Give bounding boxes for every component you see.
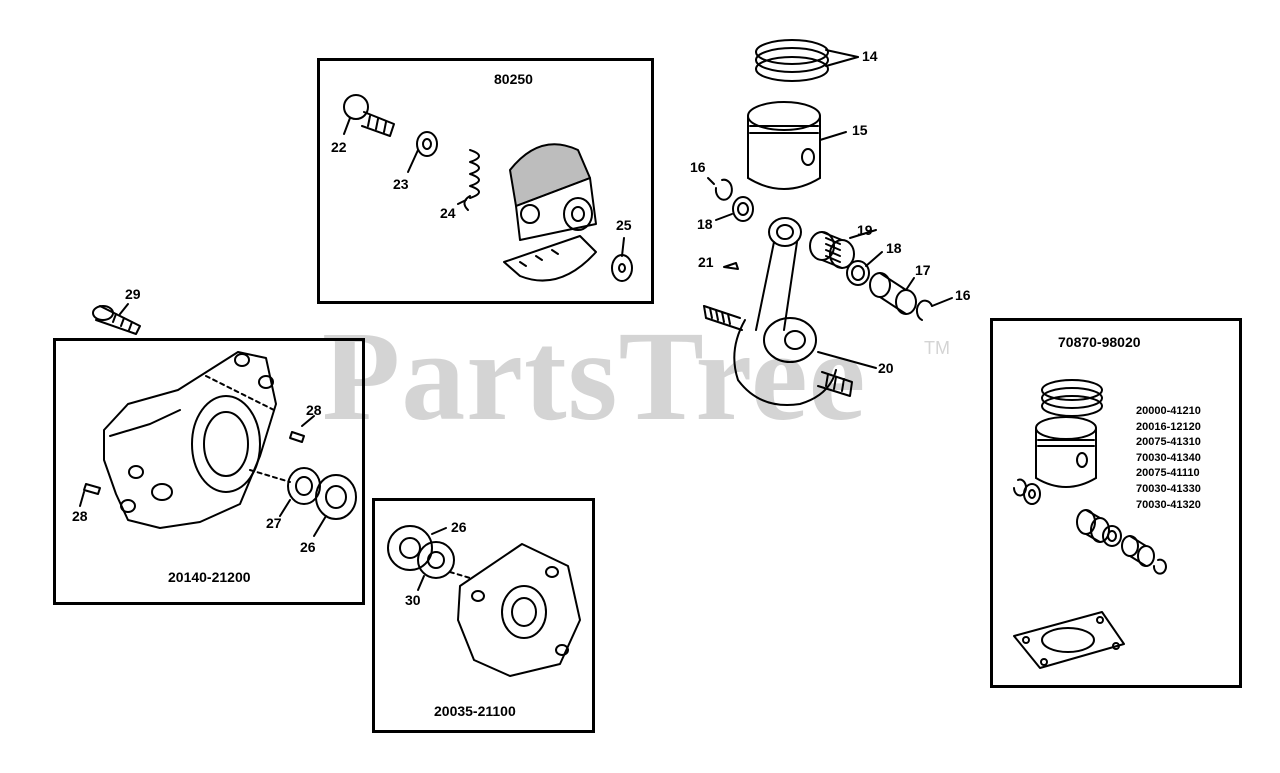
clutch-assembly-title: 80250 bbox=[494, 71, 533, 87]
callout-22: 22 bbox=[331, 139, 347, 155]
callout-30: 30 bbox=[405, 592, 421, 608]
callout-21: 21 bbox=[698, 254, 714, 270]
piston-kit-box bbox=[990, 318, 1242, 688]
part-number: 70030-41330 bbox=[1136, 482, 1201, 495]
part-number: 20016-12120 bbox=[1136, 420, 1201, 433]
crankcase-right-part bbox=[387, 525, 581, 677]
part-number: 20075-41310 bbox=[1136, 436, 1201, 449]
crankcase-right-box bbox=[372, 498, 595, 733]
callout-19: 19 bbox=[857, 222, 873, 238]
callout-27: 27 bbox=[266, 515, 282, 531]
piston-kit-parts bbox=[1013, 379, 1167, 669]
piston-kit-title: 70870-98020 bbox=[1058, 334, 1141, 350]
callout-26-left: 26 bbox=[300, 539, 316, 555]
piston-rings-part bbox=[755, 39, 859, 82]
clutch-parts bbox=[343, 94, 633, 282]
pin-clip-washer-left bbox=[707, 177, 754, 222]
crankcase-left-box bbox=[53, 338, 365, 605]
piston-part bbox=[747, 101, 847, 190]
callout-26-right: 26 bbox=[451, 519, 467, 535]
bolt-part bbox=[92, 303, 141, 335]
part-number: 20000-41210 bbox=[1136, 405, 1201, 417]
callout-28-right: 28 bbox=[306, 402, 322, 418]
callout-23: 23 bbox=[393, 176, 409, 192]
callout-18-right: 18 bbox=[886, 240, 902, 256]
callout-16-right: 16 bbox=[955, 287, 971, 303]
callout-24: 24 bbox=[440, 205, 456, 221]
bearing-pin-parts bbox=[723, 229, 953, 321]
piston-kit-part-number-list: 20000-41210 20016-12120 20075-41310 7003… bbox=[1136, 404, 1201, 513]
callout-17: 17 bbox=[915, 262, 931, 278]
callout-15: 15 bbox=[852, 122, 868, 138]
callout-20: 20 bbox=[878, 360, 894, 376]
partstree-watermark: PartsTree bbox=[322, 305, 867, 447]
callout-25: 25 bbox=[616, 217, 632, 233]
crankshaft-part bbox=[703, 217, 877, 406]
callout-18-left: 18 bbox=[697, 216, 713, 232]
callout-29: 29 bbox=[125, 286, 141, 302]
callout-28-left: 28 bbox=[72, 508, 88, 524]
callout-14: 14 bbox=[862, 48, 878, 64]
trademark-symbol: TM bbox=[924, 338, 950, 358]
crankcase-right-title: 20035-21100 bbox=[434, 703, 516, 719]
part-number: 20075-41110 bbox=[1136, 467, 1200, 480]
part-number: 70030-41340 bbox=[1136, 451, 1201, 464]
crankcase-left-title: 20140-21200 bbox=[168, 569, 251, 585]
clutch-assembly-box bbox=[317, 58, 654, 304]
part-number: 70030-41320 bbox=[1136, 498, 1201, 511]
callout-16-left: 16 bbox=[690, 159, 706, 175]
crankcase-left-part bbox=[79, 351, 357, 537]
